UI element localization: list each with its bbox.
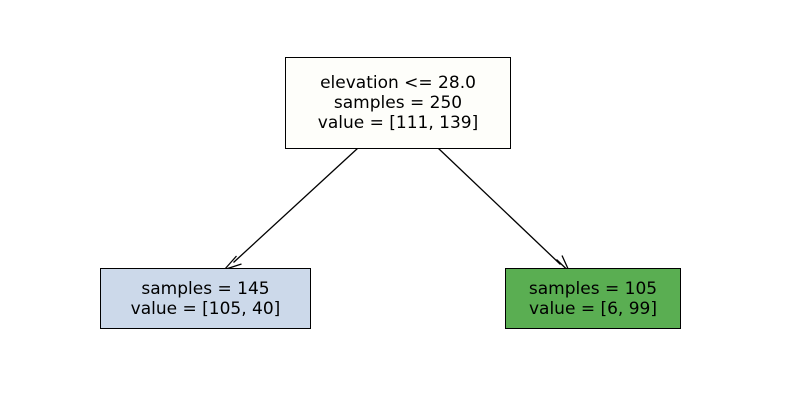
- tree-node-root[interactable]: elevation <= 28.0 samples = 250 value = …: [285, 57, 511, 149]
- node-root-split: elevation <= 28.0: [320, 73, 476, 93]
- edge-root-to-left-leaf: [233, 147, 359, 263]
- tree-node-left-leaf[interactable]: samples = 145 value = [105, 40]: [100, 268, 311, 329]
- node-root-samples: samples = 250: [333, 93, 463, 113]
- edge-root-to-right-leaf: [437, 147, 561, 265]
- tree-node-right-leaf[interactable]: samples = 105 value = [6, 99]: [505, 268, 681, 329]
- node-right-samples: samples = 105: [528, 278, 658, 299]
- node-root-value: value = [111, 139]: [317, 113, 479, 133]
- node-left-value: value = [105, 40]: [130, 298, 281, 319]
- node-right-value: value = [6, 99]: [528, 298, 657, 319]
- node-left-samples: samples = 145: [141, 278, 270, 299]
